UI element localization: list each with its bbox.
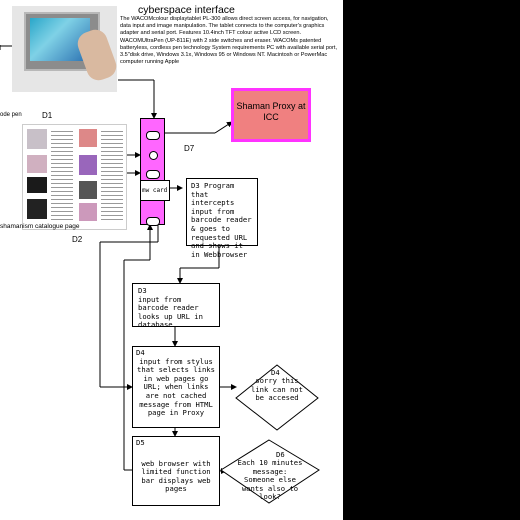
diagram-canvas: cyberspace interface The WACOMcolour dis… [0, 0, 343, 520]
step-d5: D5 web browser with limited function bar… [132, 436, 220, 506]
terminal-slot [146, 131, 160, 140]
tablet-description: The WACOMcolour displaytablet PL-300 all… [120, 16, 338, 66]
proxy-fill [234, 91, 308, 139]
decision-d4-text: sorry this link can not be accesed [251, 376, 303, 403]
terminal-slot-2 [146, 170, 160, 179]
terminal-button [149, 151, 158, 160]
tablet-image [12, 6, 120, 92]
catalogue-page [22, 124, 127, 230]
d1-label: D1 [42, 111, 53, 120]
step-d5-id: D5 [136, 438, 145, 447]
d7-label: D7 [184, 144, 195, 153]
d2-label: D2 [72, 235, 83, 244]
decision-d6-text: Each 10 minutes message: Someone else wa… [237, 458, 303, 502]
step-d3-text: input from barcode reader looks up URL i… [138, 294, 203, 330]
decision-d4-shape [235, 364, 319, 431]
diagram-connectors [0, 45, 320, 504]
step-d3: D3 input from barcode reader looks up UR… [132, 283, 220, 330]
decision-d6-shape [220, 439, 320, 504]
step-d3-program: D3 Program that intercepts input from ba… [186, 178, 258, 259]
step-d3-id: D3 [138, 286, 147, 295]
page-title: cyberspace interface [138, 4, 235, 16]
terminal-d7 [140, 118, 165, 226]
decision-d6-id: D6 [276, 450, 285, 459]
step-d4-text: input from stylus that selects links in … [137, 356, 215, 418]
proxy-box: Shaman Proxy at ICC [231, 88, 311, 142]
terminal-slot-3 [146, 217, 160, 226]
step-d4: D4 input from stylus that selects links … [132, 346, 220, 428]
step-d4-id: D4 [136, 348, 145, 357]
mw-card: mw card [140, 180, 170, 201]
catalogue-caption: shamanism catalogue page [0, 223, 80, 230]
proxy-label: Shaman Proxy at ICC [236, 101, 306, 122]
decision-d4-id: D4 [271, 368, 280, 377]
barcode-pen-label: ode pen [0, 112, 22, 118]
step-d5-text: web browser with limited function bar di… [141, 458, 211, 494]
mw-card-label: mw card [142, 187, 168, 194]
